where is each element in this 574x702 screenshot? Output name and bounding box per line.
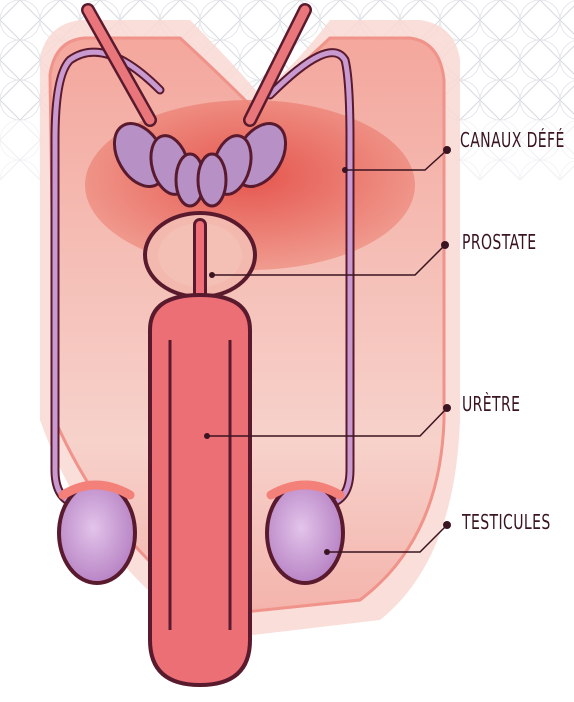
label-urethra: URÈTRE (462, 392, 520, 416)
testicle-right (267, 483, 343, 583)
label-vas-deferens: CANAUX DÉFÉ (460, 128, 565, 152)
penis-shaft (150, 295, 250, 685)
testicle-left (59, 483, 135, 583)
label-testicles: TESTICULES (462, 510, 551, 534)
label-prostate: PROSTATE (462, 230, 536, 254)
